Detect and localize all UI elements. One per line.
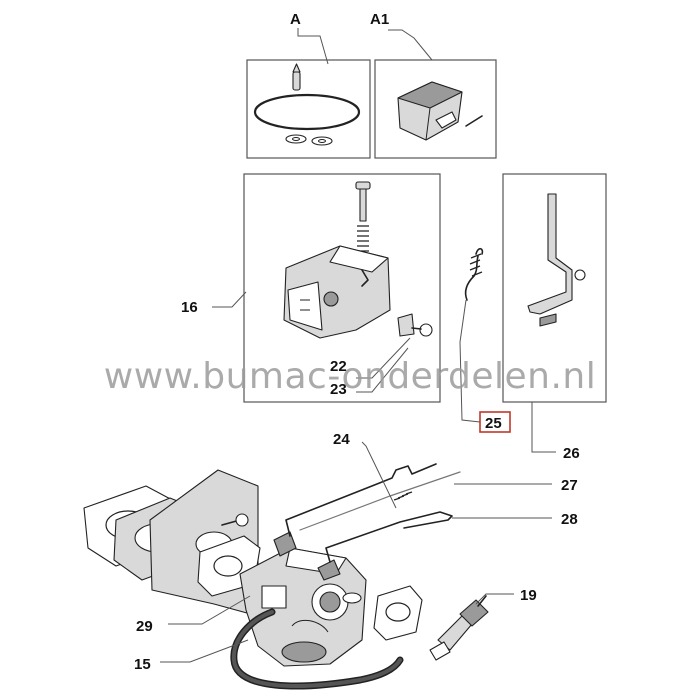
leader-lines — [160, 28, 556, 663]
air-filter-gasket — [373, 585, 423, 641]
label-29: 29 — [136, 618, 153, 635]
label-a1: A1 — [370, 11, 389, 28]
o-ring — [253, 93, 361, 131]
throttle-bracket — [283, 245, 391, 339]
float-pin — [465, 115, 483, 127]
tension-spring — [357, 225, 369, 252]
kit-box-a — [246, 59, 371, 159]
washer-right — [311, 136, 333, 146]
label-23: 23 — [330, 381, 347, 398]
label-27: 27 — [561, 477, 578, 494]
kit-box-26 — [502, 173, 607, 403]
choke-rod — [325, 511, 453, 563]
label-19: 19 — [520, 587, 537, 604]
washer-left — [285, 134, 307, 144]
mount-screw — [397, 313, 433, 337]
kit-box-16 — [243, 173, 441, 403]
label-15: 15 — [134, 656, 151, 673]
fuel-valve — [429, 595, 489, 661]
label-28: 28 — [561, 511, 578, 528]
label-26: 26 — [563, 445, 580, 462]
kit-box-a1 — [374, 59, 497, 159]
adjust-screw — [355, 181, 371, 222]
mounting-bolt — [221, 513, 249, 527]
fuel-hose — [230, 608, 404, 690]
label-24: 24 — [333, 431, 350, 448]
throttle-rod — [285, 463, 437, 537]
choke-lever — [527, 193, 586, 327]
carburetor-body — [239, 531, 367, 667]
label-a: A — [290, 11, 301, 28]
label-22: 22 — [330, 358, 347, 375]
watermark: www.bumac-onderdelen.nl — [104, 356, 596, 397]
label-25: 25 — [485, 415, 502, 432]
float-needle — [292, 63, 301, 91]
governor-spring — [464, 247, 484, 301]
carburetor-float — [397, 81, 463, 141]
label-16: 16 — [181, 299, 198, 316]
rod-spring — [393, 491, 413, 501]
hose-clamp — [342, 592, 362, 604]
governor-cable — [299, 471, 461, 531]
